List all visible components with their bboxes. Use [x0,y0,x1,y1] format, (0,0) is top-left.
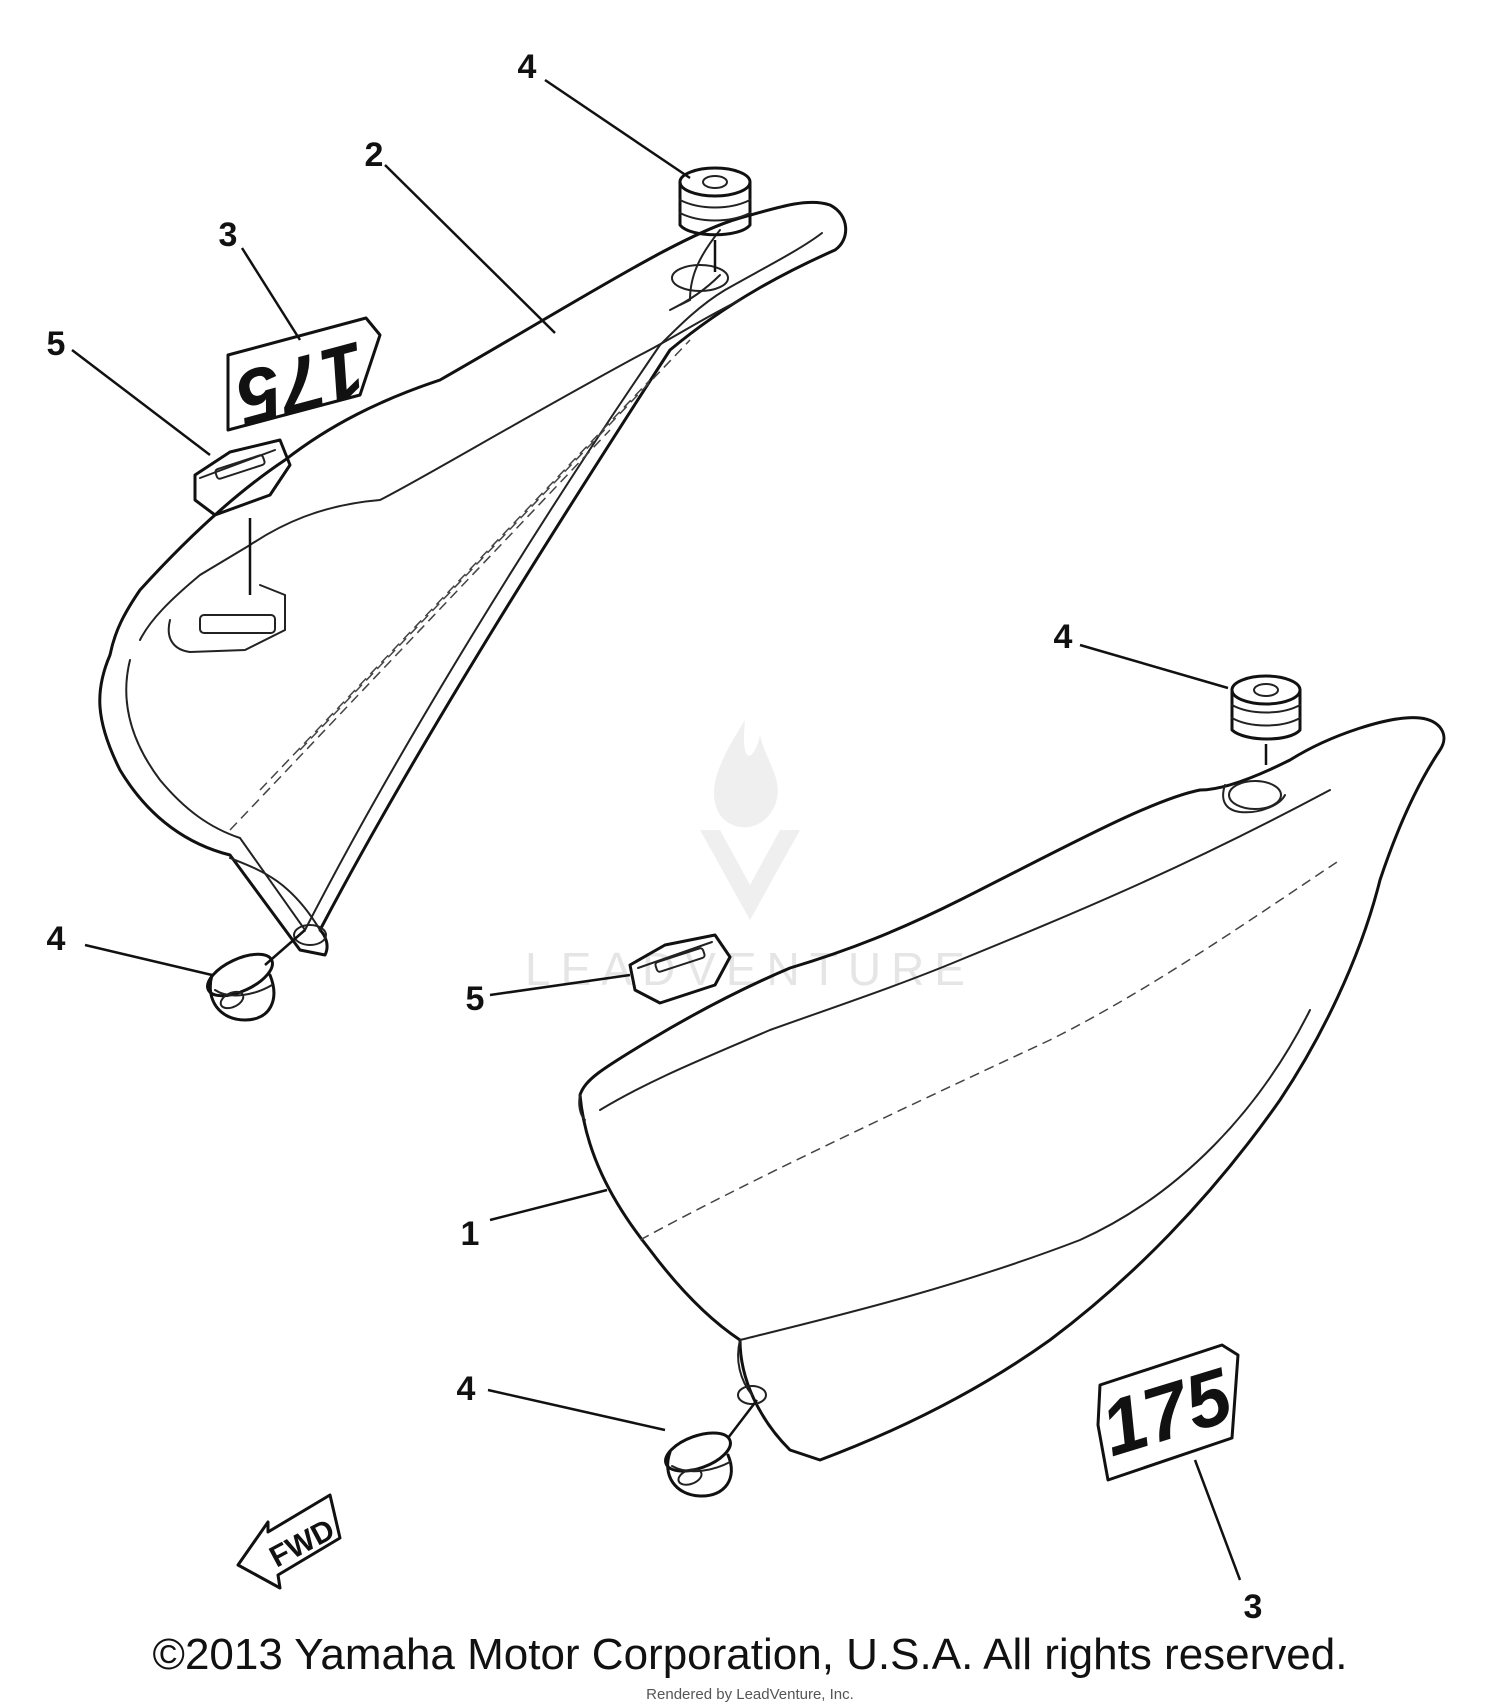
callout-damper-top-left: 4 [518,48,537,86]
rendered-by-notice: Rendered by LeadVenture, Inc. [646,1686,854,1703]
damper-top-left [678,166,752,272]
callout-right-cover: 1 [461,1215,480,1253]
callout-damper-bottom-left: 4 [47,920,66,958]
callout-damper-top-right: 4 [1054,618,1073,656]
fwd-arrow: FWD [236,1493,342,1590]
callout-damper-bottom-right: 4 [457,1370,476,1408]
callout-holder-right: 5 [466,980,485,1018]
copyright-notice: ©2013 Yamaha Motor Corporation, U.S.A. A… [152,1630,1348,1679]
damper-bottom-left [206,952,276,1022]
leader-lines [71,78,1242,1581]
holder-right [628,933,732,1005]
emblem-left-text: 175 [226,325,376,444]
holder-left [193,438,292,595]
fwd-text: FWD [264,1513,340,1574]
emblem-right: 175 [1091,1343,1243,1482]
emblem-right-text: 175 [1091,1350,1243,1473]
callout-emblem-right: 3 [1244,1588,1263,1626]
left-side-cover [98,200,848,957]
emblem-left: 175 [226,316,382,444]
callout-emblem-left: 3 [219,216,238,254]
callout-holder-left: 5 [47,325,66,363]
watermark-logo: LEADVENTURE [525,720,965,995]
damper-bottom-right [664,1431,733,1498]
right-side-cover [578,716,1446,1462]
callout-left-cover: 2 [365,136,384,174]
damper-top-right [1230,674,1302,765]
